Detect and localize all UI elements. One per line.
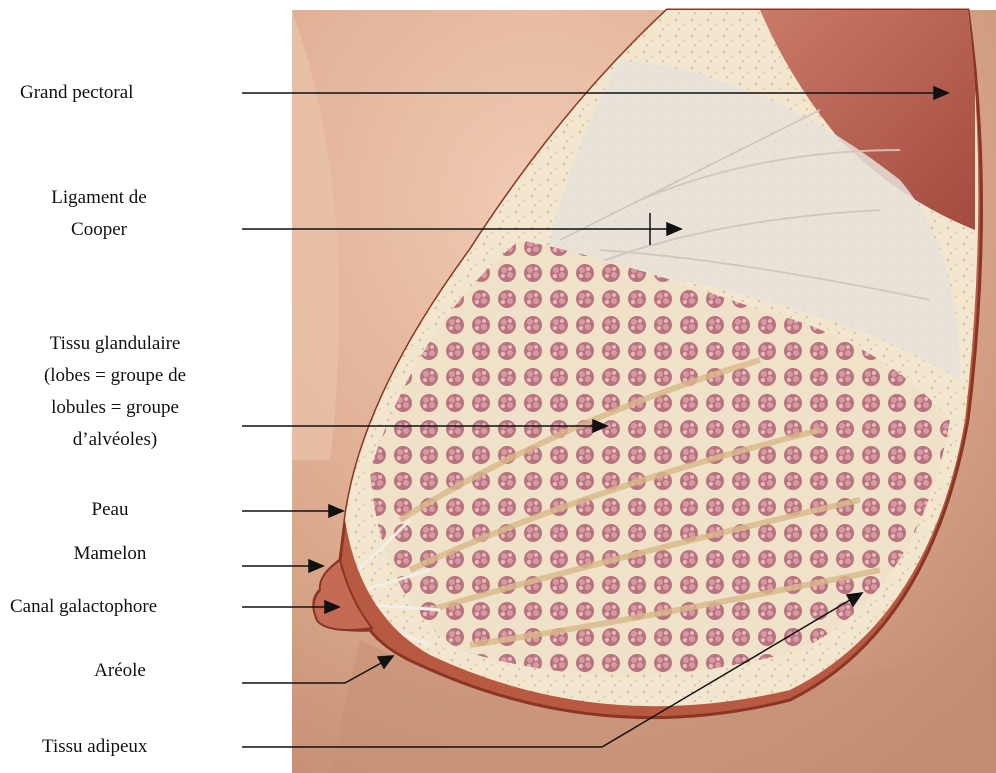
- label-ligament-cooper-line2: Cooper: [34, 214, 164, 246]
- label-grand-pectoral: Grand pectoral: [20, 77, 133, 109]
- label-peau: Peau: [60, 494, 160, 526]
- label-tissu-glandulaire-line3: lobules = groupe: [10, 392, 220, 424]
- label-areole: Aréole: [60, 655, 180, 687]
- label-tissu-glandulaire-line1: Tissu glandulaire: [10, 328, 220, 360]
- label-tissu-glandulaire-line2: (lobes = groupe de: [10, 360, 220, 392]
- label-ligament-cooper-line1: Ligament de: [34, 182, 164, 214]
- label-tissu-adipeux: Tissu adipeux: [42, 731, 147, 763]
- label-tissu-glandulaire: Tissu glandulaire (lobes = groupe de lob…: [10, 328, 220, 456]
- label-tissu-glandulaire-line4: d’alvéoles): [10, 424, 220, 456]
- label-mamelon: Mamelon: [40, 538, 180, 570]
- label-ligament-cooper: Ligament de Cooper: [34, 182, 164, 246]
- label-canal-galactophore: Canal galactophore: [10, 591, 157, 623]
